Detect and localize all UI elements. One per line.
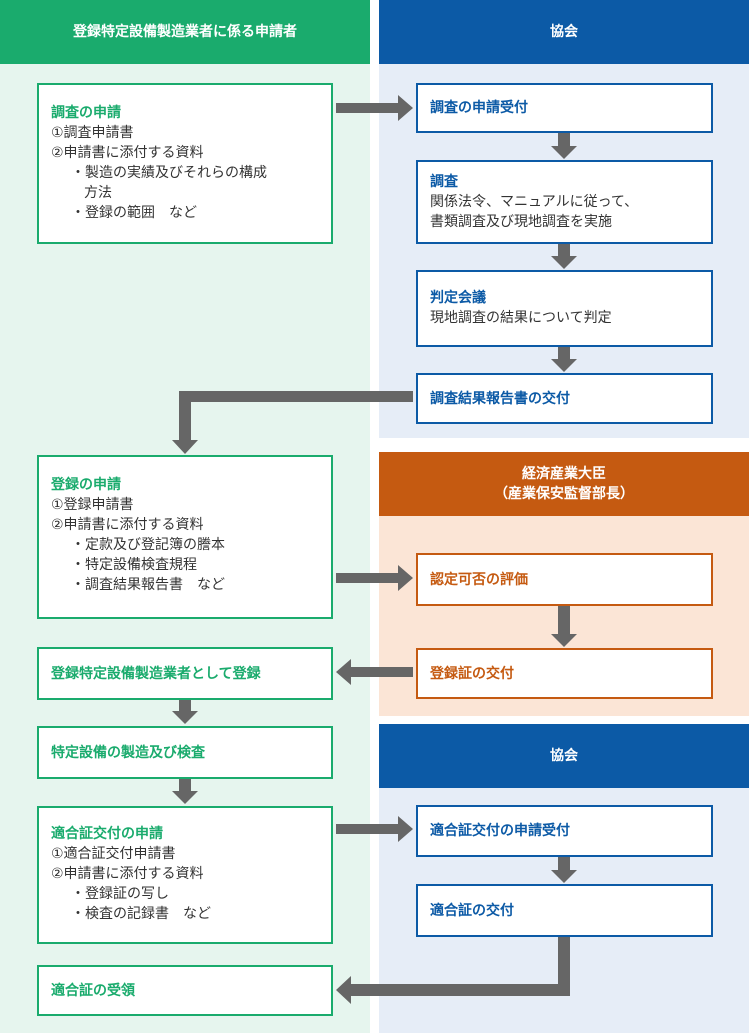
association-header-2-label: 協会: [550, 748, 578, 764]
report-issue-box: 調査結果報告書の交付: [416, 373, 713, 424]
manufacture-inspection-box: 特定設備の製造及び検査: [37, 726, 333, 779]
conformity-application-line-2: ②申請書に添付する資料: [51, 866, 204, 882]
conformity-received-title: 適合証の受領: [51, 982, 135, 999]
survey-line-2: 書類調査及び現地調査を実施: [430, 214, 612, 230]
conformity-issue-box: 適合証の交付: [416, 884, 713, 937]
minister-header: 経済産業大臣 （産業保安監督部長）: [379, 452, 749, 516]
arrow-right-2: [336, 565, 413, 591]
conformity-receipt-title: 適合証交付の申請受付: [430, 823, 570, 839]
judgement-title: 判定会議: [430, 290, 486, 306]
arrow-down-5: [172, 700, 198, 724]
minister-header-line1: 経済産業大臣: [522, 466, 606, 482]
registration-certificate-issue-box: 登録証の交付: [416, 648, 713, 699]
survey-title: 調査: [430, 174, 458, 190]
registered-title: 登録特定設備製造業者として登録: [51, 665, 261, 682]
conformity-application-line-4: ・検査の記録書 など: [71, 906, 211, 922]
approval-evaluation-box: 認定可否の評価: [416, 553, 713, 606]
survey-receipt-box: 調査の申請受付: [416, 83, 713, 133]
registration-application-line-5: ・調査結果報告書 など: [71, 577, 225, 593]
registration-application-line-4: ・特定設備検査規程: [71, 557, 197, 573]
registration-application-line-2: ②申請書に添付する資料: [51, 517, 204, 533]
conformity-issue-title: 適合証の交付: [430, 902, 514, 919]
applicant-header-label: 登録特定設備製造業者に係る申請者: [73, 24, 297, 40]
arrow-down-3: [551, 347, 577, 372]
conformity-application-line-1: ①適合証交付申請書: [51, 846, 176, 862]
arrow-elbow-conformity: [336, 937, 570, 1004]
association-header-1: 協会: [379, 0, 749, 64]
survey-application-title: 調査の申請: [51, 105, 121, 121]
registration-application-line-1: ①登録申請書: [51, 497, 134, 513]
arrow-elbow-report: [172, 391, 413, 454]
registered-box: 登録特定設備製造業者として登録: [37, 647, 333, 700]
arrow-right-3: [336, 816, 413, 842]
conformity-receipt-box: 適合証交付の申請受付: [416, 805, 713, 857]
registration-certificate-issue-title: 登録証の交付: [430, 665, 514, 682]
arrow-down-2: [551, 244, 577, 269]
arrow-down-7: [551, 857, 577, 883]
registration-application-line-3: ・定款及び登記簿の謄本: [71, 537, 225, 553]
conformity-application-title: 適合証交付の申請: [51, 826, 163, 842]
survey-receipt-title: 調査の申請受付: [430, 100, 528, 116]
survey-application-box: 調査の申請 ①調査申請書 ②申請書に添付する資料 ・製造の実績及びそれらの構成 …: [37, 83, 333, 244]
survey-application-line-2: ②申請書に添付する資料: [51, 145, 204, 161]
survey-application-line-4: 方法: [84, 185, 112, 201]
registration-application-title: 登録の申請: [51, 477, 121, 493]
survey-application-line-1: ①調査申請書: [51, 125, 134, 141]
registration-application-box: 登録の申請 ①登録申請書 ②申請書に添付する資料 ・定款及び登記簿の謄本 ・特定…: [37, 455, 333, 619]
survey-application-line-5: ・登録の範囲 など: [71, 205, 197, 221]
arrow-down-4: [551, 606, 577, 647]
approval-evaluation-title: 認定可否の評価: [430, 571, 528, 588]
survey-application-line-3: ・製造の実績及びそれらの構成: [71, 165, 267, 181]
minister-header-line2: （産業保安監督部長）: [494, 486, 634, 502]
report-issue-title: 調査結果報告書の交付: [430, 390, 570, 407]
survey-line-1: 関係法令、マニュアルに従って、: [430, 194, 639, 210]
judgement-box: 判定会議 現地調査の結果について判定: [416, 270, 713, 347]
survey-box: 調査 関係法令、マニュアルに従って、 書類調査及び現地調査を実施: [416, 160, 713, 244]
arrow-left-1: [336, 659, 413, 685]
arrow-right-1: [336, 95, 413, 121]
association-header-1-label: 協会: [550, 24, 578, 40]
manufacture-inspection-title: 特定設備の製造及び検査: [51, 744, 205, 761]
conformity-application-line-3: ・登録証の写し: [71, 886, 169, 902]
applicant-header: 登録特定設備製造業者に係る申請者: [0, 0, 370, 64]
conformity-received-box: 適合証の受領: [37, 965, 333, 1016]
arrow-down-1: [551, 133, 577, 159]
arrow-down-6: [172, 779, 198, 804]
judgement-line-1: 現地調査の結果について判定: [430, 310, 612, 326]
conformity-application-box: 適合証交付の申請 ①適合証交付申請書 ②申請書に添付する資料 ・登録証の写し ・…: [37, 806, 333, 944]
association-header-2: 協会: [379, 724, 749, 788]
